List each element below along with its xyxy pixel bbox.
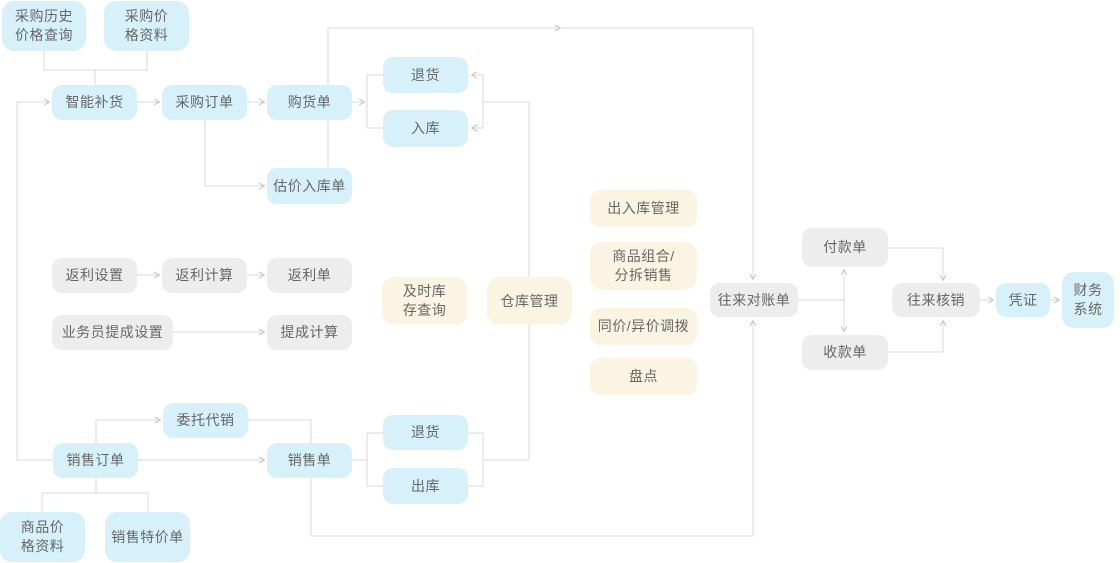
node-rebate-bill: 返利单 xyxy=(267,258,352,293)
node-purchase-history-price-query: 采购历史 价格查询 xyxy=(2,1,86,51)
node-product-price-data: 商品价 格资料 xyxy=(0,512,85,562)
node-smart-replenishment: 智能补货 xyxy=(52,85,137,120)
node-purchase-price-data: 采购价 格资料 xyxy=(104,1,189,51)
node-purchase-bill: 购货单 xyxy=(267,85,352,120)
node-rebate-settings: 返利设置 xyxy=(52,258,137,293)
node-receipt-bill: 收款单 xyxy=(802,335,888,370)
node-realtime-inventory-query: 及时库 存查询 xyxy=(382,277,467,325)
node-purchase-order: 采购订单 xyxy=(162,85,247,120)
node-same-diff-price-transfer: 同价/异价调拨 xyxy=(590,308,697,345)
node-finance-system: 财务 系统 xyxy=(1062,272,1114,328)
node-payment-bill: 付款单 xyxy=(802,228,888,267)
node-voucher: 凭证 xyxy=(996,283,1050,317)
node-sales-return: 退货 xyxy=(383,415,468,450)
node-stock-in: 入库 xyxy=(383,110,468,147)
node-current-account-statement: 往来对账单 xyxy=(710,283,798,317)
node-stocktaking: 盘点 xyxy=(590,358,697,395)
node-stock-out: 出库 xyxy=(383,468,468,504)
node-purchase-return: 退货 xyxy=(383,57,468,93)
node-rebate-calculation: 返利计算 xyxy=(162,258,247,293)
node-warehouse-management: 仓库管理 xyxy=(487,277,572,325)
node-sales-order: 销售订单 xyxy=(53,443,138,478)
node-sales-special-price-bill: 销售特价单 xyxy=(105,512,190,562)
node-sales-bill: 销售单 xyxy=(267,443,352,478)
node-salesman-commission-settings: 业务员提成设置 xyxy=(52,315,173,350)
node-consignment-sales: 委托代销 xyxy=(163,403,248,438)
node-in-out-warehouse-management: 出入库管理 xyxy=(590,190,697,227)
node-commission-calculation: 提成计算 xyxy=(267,315,352,350)
node-valuation-stock-in-bill: 估价入库单 xyxy=(267,168,352,204)
node-current-account-write-off: 往来核销 xyxy=(892,283,980,317)
node-product-combine-split-sales: 商品组合/ 分拆销售 xyxy=(590,242,697,290)
